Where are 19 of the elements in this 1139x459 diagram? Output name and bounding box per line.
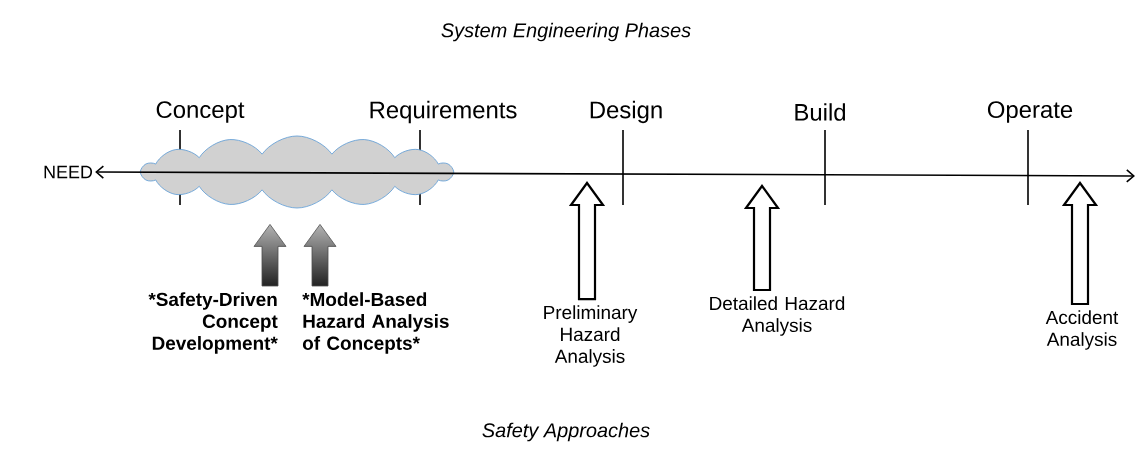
approach-label: Detailed Hazard Analysis [710, 296, 845, 336]
hollow-block-arrow [568, 181, 606, 301]
title: System Engineering Phases [441, 22, 691, 42]
phase-label: Requirements [370, 100, 517, 124]
approach-label: *Safety-Driven Concept Development* [148, 292, 278, 354]
phase-label: Build [795, 103, 846, 121]
hollow-block-arrow [743, 184, 781, 292]
phase-label: Design [590, 100, 662, 124]
shaded-block-arrow [303, 224, 337, 287]
shaded-block-arrow [253, 224, 287, 287]
hollow-block-arrow [1061, 181, 1099, 306]
cloud-shape [139, 135, 455, 209]
phase-label: Operate [987, 101, 1073, 123]
timeline-arrow [95, 165, 1135, 183]
caption: Safety Approaches [482, 422, 650, 442]
approach-label: Accident Analysis [1045, 310, 1119, 350]
approach-label: Preliminary Hazard Analysis [544, 305, 638, 367]
approach-label: *Model-Based Hazard Analysis of Concepts* [302, 292, 449, 354]
need-label: NEED [44, 165, 93, 179]
